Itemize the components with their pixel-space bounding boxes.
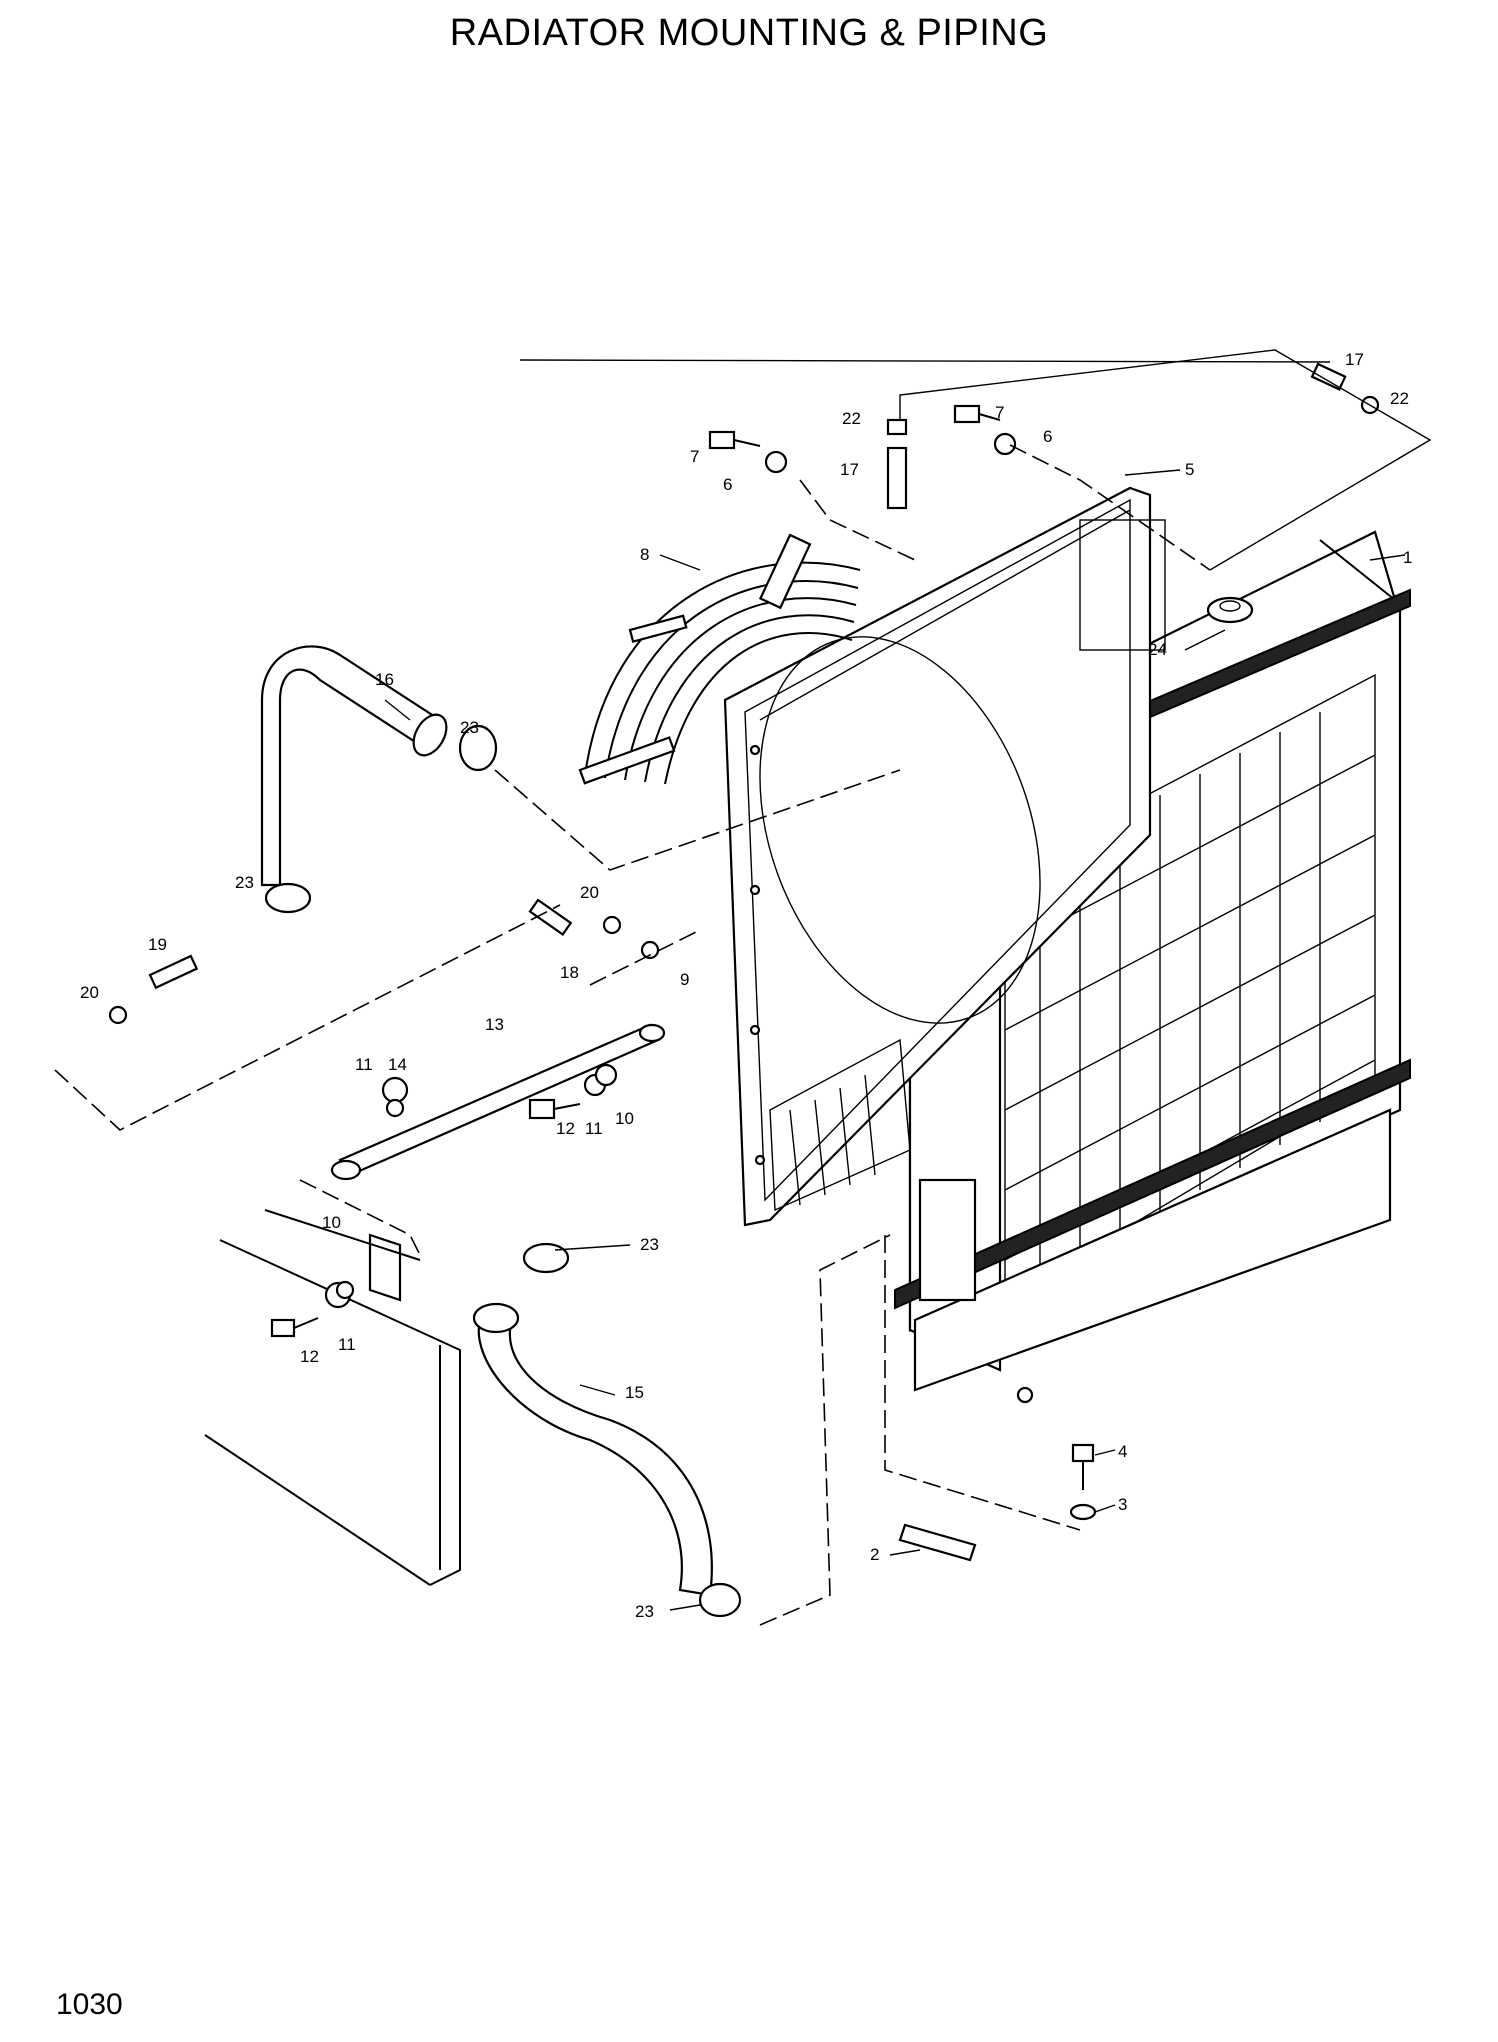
- callout-23-upper: 23: [460, 718, 479, 737]
- callout-10-upper: 10: [615, 1109, 634, 1128]
- callout-13: 13: [485, 1015, 504, 1034]
- callout-11-middle: 11: [585, 1119, 603, 1138]
- callout-23-bottom: 23: [635, 1602, 654, 1621]
- callout-10-lower: 10: [322, 1213, 341, 1232]
- callout-6-right: 6: [1043, 427, 1052, 446]
- callout-15: 15: [625, 1383, 644, 1402]
- hose-clamp-icon: [264, 882, 312, 914]
- callout-1: 1: [1403, 548, 1412, 567]
- diagram-title: RADIATOR MOUNTING & PIPING: [449, 12, 1049, 54]
- callout-23-middle: 23: [640, 1235, 659, 1254]
- callout-22-right: 22: [1390, 389, 1409, 408]
- hose-clamp-icon: [458, 724, 498, 772]
- lower-hose: [472, 1302, 713, 1597]
- callout-17-left: 17: [840, 460, 859, 479]
- callout-11-upper: 11: [355, 1055, 373, 1074]
- callout-17-right: 17: [1345, 350, 1364, 369]
- callout-7-right: 7: [995, 403, 1004, 422]
- callout-8: 8: [640, 545, 649, 564]
- callout-20-right: 20: [580, 883, 599, 902]
- hose-clamp-icon: [698, 1582, 742, 1618]
- callout-7-left: 7: [690, 447, 699, 466]
- callout-6-left: 6: [723, 475, 732, 494]
- page-number: 1030: [56, 1988, 123, 2021]
- callout-23-left: 23: [235, 873, 254, 892]
- fasteners: [108, 362, 1380, 1562]
- callout-18: 18: [560, 963, 579, 982]
- assembly-lines: [54, 349, 1432, 1626]
- callout-16: 16: [375, 670, 394, 689]
- hose-clamp-icon: [522, 1242, 570, 1274]
- callout-2: 2: [870, 1545, 879, 1564]
- fan-guard-bands: [578, 533, 861, 785]
- callout-9: 9: [680, 970, 689, 989]
- mounting-frame: [204, 1209, 461, 1586]
- callout-5: 5: [1185, 460, 1194, 479]
- fan-shroud: [723, 486, 1166, 1227]
- callout-22-left: 22: [842, 409, 861, 428]
- callout-3: 3: [1118, 1495, 1127, 1514]
- callout-11-lower: 11: [338, 1335, 356, 1354]
- callout-24: 24: [1148, 640, 1167, 659]
- callout-leaders: [384, 359, 1406, 1611]
- radiator-core-mesh: [1004, 712, 1376, 1280]
- callout-20-left: 20: [80, 983, 99, 1002]
- callout-14: 14: [388, 1055, 407, 1074]
- callout-12-lower: 12: [300, 1347, 319, 1366]
- radiator-stay: [330, 1023, 666, 1181]
- upper-hose: [260, 645, 448, 887]
- callout-19: 19: [148, 935, 167, 954]
- callout-4: 4: [1118, 1442, 1127, 1461]
- callout-12-upper: 12: [556, 1119, 575, 1138]
